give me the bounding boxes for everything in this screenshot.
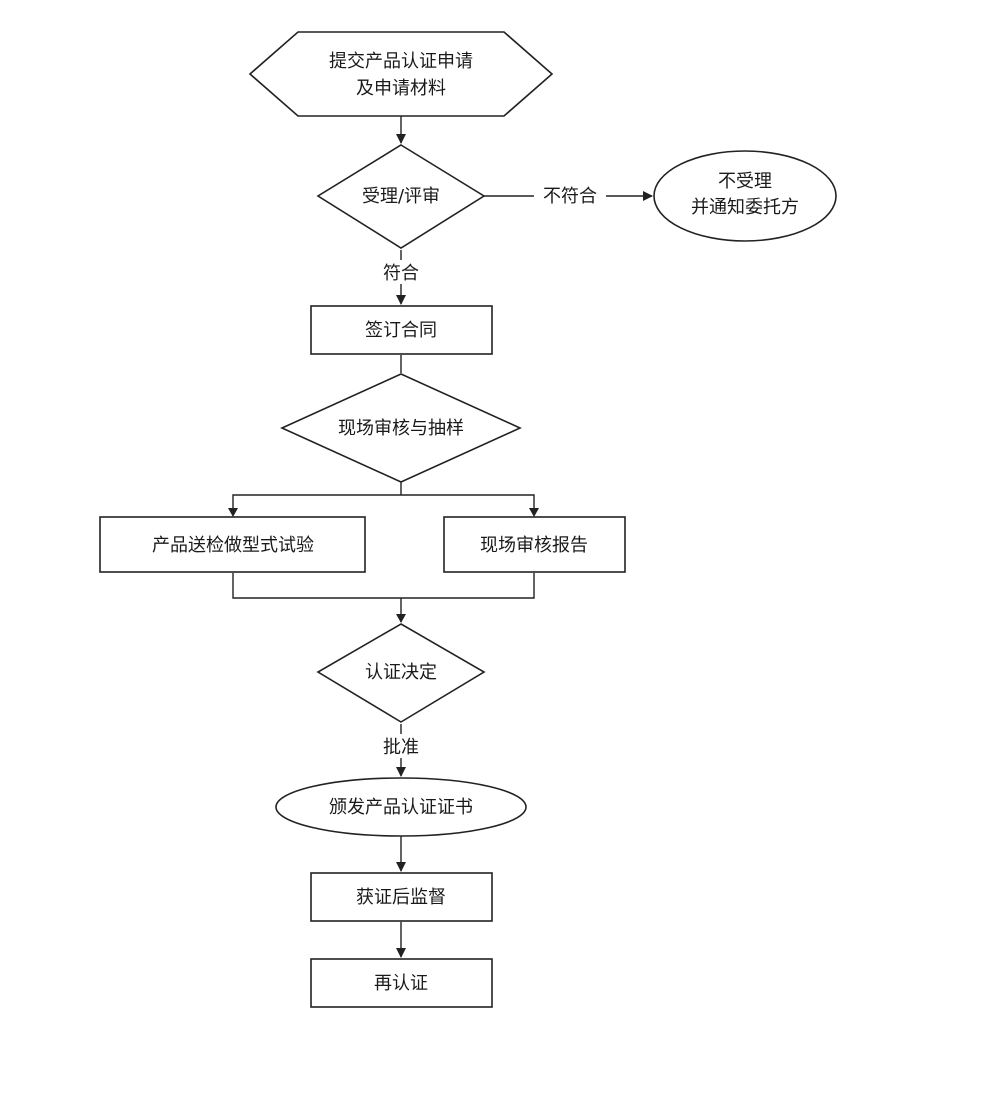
node-cert-decision: 认证决定	[316, 623, 486, 723]
node-submit-application: 提交产品认证申请 及申请材料	[248, 31, 554, 117]
node-reject: 不受理 并通知委托方	[653, 150, 837, 242]
edge-label-approve: 批准	[383, 737, 419, 758]
node-cert-decision-label: 认证决定	[365, 662, 437, 683]
node-recert: 再认证	[310, 958, 493, 1008]
arrowhead-type-test	[228, 508, 238, 517]
edge-audit-split	[232, 482, 535, 514]
node-surveillance: 获证后监督	[310, 872, 493, 922]
node-reject-line1: 不受理	[718, 171, 772, 192]
edge-label-conform: 符合	[383, 263, 419, 284]
node-issue-cert: 颁发产品认证证书	[275, 777, 527, 837]
node-audit-sampling: 现场审核与抽样	[280, 373, 522, 483]
node-type-test: 产品送检做型式试验	[99, 516, 366, 573]
node-audit-report-label: 现场审核报告	[480, 535, 588, 556]
node-audit-sampling-label: 现场审核与抽样	[338, 418, 464, 439]
node-surveillance-label: 获证后监督	[356, 887, 446, 908]
node-review-decision: 受理/评审	[316, 144, 486, 249]
node-type-test-label: 产品送检做型式试验	[152, 535, 314, 556]
node-contract: 签订合同	[310, 305, 493, 355]
edge-label-bg	[372, 734, 430, 758]
node-contract-label: 签订合同	[365, 320, 437, 341]
edge-merge-to-decision	[232, 573, 535, 622]
node-recert-label: 再认证	[374, 973, 428, 994]
node-submit-line1: 提交产品认证申请	[329, 51, 473, 72]
node-issue-cert-label: 颁发产品认证证书	[329, 797, 473, 818]
node-submit-line2: 及申请材料	[356, 78, 446, 99]
edge-label-bg	[372, 260, 430, 284]
node-audit-report: 现场审核报告	[443, 516, 626, 573]
arrowhead-decision	[396, 614, 406, 623]
node-reject-line2: 并通知委托方	[691, 197, 799, 218]
edge-label-bg	[534, 183, 606, 207]
arrowhead-audit-report	[529, 508, 539, 517]
edge-label-not-conform: 不符合	[543, 186, 597, 207]
node-review-label: 受理/评审	[362, 186, 440, 207]
